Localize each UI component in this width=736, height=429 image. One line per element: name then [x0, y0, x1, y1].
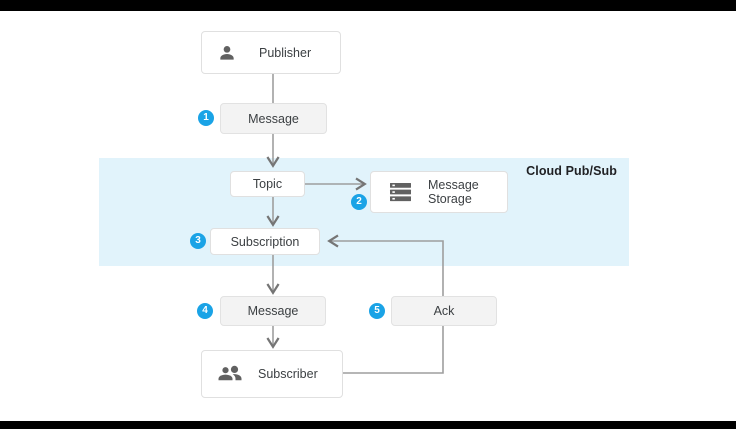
node-label: Subscription	[230, 234, 300, 249]
node-label-line2: Storage	[428, 192, 472, 206]
storage-icon	[389, 182, 412, 203]
node-message-in: Message	[220, 103, 327, 134]
step-badge-3: 3	[190, 233, 206, 249]
node-message-storage: Message Storage	[370, 171, 508, 213]
step-badge-4: 4	[197, 303, 213, 319]
node-label: Message	[247, 304, 299, 318]
step-badge-5: 5	[369, 303, 385, 319]
node-label: Ack	[433, 304, 455, 318]
step-badge-1: 1	[198, 110, 214, 126]
node-publisher: Publisher	[201, 31, 341, 74]
step-badge-2: 2	[351, 194, 367, 210]
person-icon	[217, 43, 237, 63]
node-label: Message Storage	[428, 178, 479, 206]
node-subscription: Subscription	[210, 228, 320, 255]
node-label: Publisher	[259, 45, 312, 60]
cloud-pubsub-region: Cloud Pub/Sub	[99, 158, 629, 266]
node-label: Topic	[252, 177, 283, 191]
letterbox-bottom	[0, 421, 736, 429]
node-label-line1: Message	[428, 178, 479, 192]
node-label: Subscriber	[258, 367, 318, 381]
node-subscriber: Subscriber	[201, 350, 343, 398]
node-message-out: Message	[220, 296, 326, 326]
node-topic: Topic	[230, 171, 305, 197]
node-ack: Ack	[391, 296, 497, 326]
people-icon	[217, 364, 243, 384]
letterbox-top	[0, 0, 736, 11]
region-title: Cloud Pub/Sub	[526, 164, 617, 178]
node-label: Message	[248, 111, 299, 126]
